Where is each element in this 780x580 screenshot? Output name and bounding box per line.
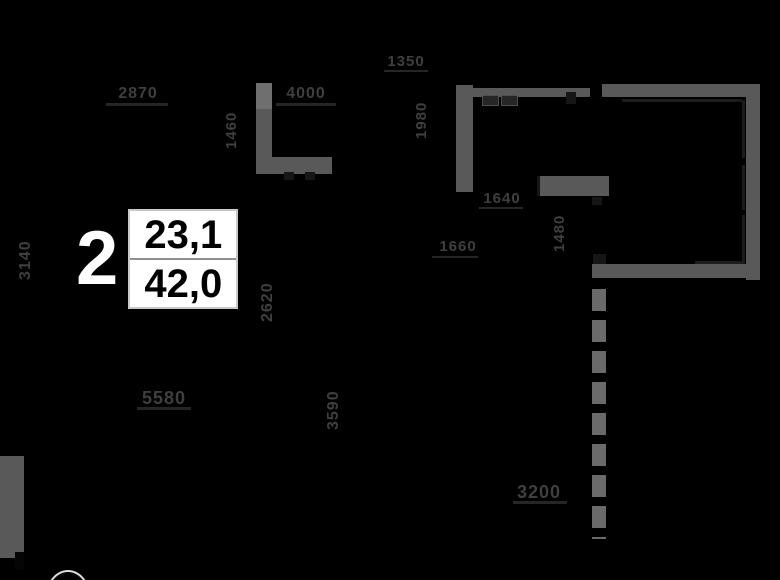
wall-room-right — [746, 84, 760, 280]
window-line-bottom — [695, 261, 745, 264]
wall-mid-jamb — [592, 197, 602, 205]
unit-info-badge: 2 23,1 42,0 — [76, 209, 239, 309]
dimension-top-right-line — [384, 70, 428, 72]
dimension-top-mid: 4000 — [286, 85, 326, 102]
dimension-entry-vertical: 1460 — [223, 111, 240, 149]
wall-entry-jamb-left — [284, 172, 294, 180]
wall-jamb-above-dashes — [593, 254, 606, 264]
door-swing-arc — [46, 570, 90, 580]
dimension-top-mid-line — [276, 103, 336, 106]
window-line-top — [622, 99, 742, 102]
wall-door-jamb-top — [566, 92, 576, 104]
window-line-right-c — [742, 215, 745, 262]
wall-mid-edge — [537, 176, 540, 196]
dimension-bottom-left: 5580 — [141, 388, 187, 408]
wall-room-top-west — [456, 88, 590, 97]
wall-mid-horizontal — [537, 176, 609, 196]
dimension-top-left: 2870 — [118, 85, 158, 102]
window-line-right-a — [742, 100, 745, 158]
unit-room-count: 2 — [76, 215, 119, 301]
wall-room-left — [456, 85, 473, 192]
dimension-mid-right-vertical: 1480 — [551, 214, 568, 252]
dimension-bottom-left-line — [137, 407, 191, 410]
wall-entry-foot — [256, 157, 332, 174]
dimension-top-left-line — [106, 103, 168, 106]
dimension-mid: 1660 — [439, 238, 477, 255]
dimension-bottom-right-line — [513, 501, 567, 504]
dashed-loggia-line — [592, 289, 606, 539]
dimension-mid-line — [432, 256, 478, 258]
dimension-room-inner: 1640 — [483, 190, 521, 207]
unit-area-box: 23,1 42,0 — [128, 209, 239, 309]
wall-room-top-east — [602, 84, 760, 97]
dimension-left-edge-vertical: 3140 — [17, 240, 34, 280]
unit-living-area: 23,1 — [144, 212, 223, 257]
wall-entry-jamb-right — [305, 172, 315, 180]
dimension-room-inner-line — [479, 207, 523, 209]
unit-total-area: 42,0 — [130, 258, 237, 307]
wall-entry-column-top — [256, 83, 272, 111]
window-hatch-right — [501, 95, 518, 106]
wall-room-bottom — [592, 264, 760, 278]
dimension-top-right: 1350 — [387, 53, 425, 70]
window-hatch-left — [482, 95, 499, 106]
wall-left-bottom — [0, 456, 24, 558]
dimension-bottom-center-vertical: 3590 — [325, 390, 342, 431]
window-line-right-b — [742, 165, 745, 210]
dimension-bottom-right: 3200 — [516, 482, 562, 502]
dimension-corridor-vertical: 1980 — [413, 101, 430, 139]
wall-left-bottom-notch — [15, 552, 24, 570]
wall-entry-column — [256, 109, 272, 163]
dimension-below-badge-vertical: 2620 — [259, 282, 276, 322]
